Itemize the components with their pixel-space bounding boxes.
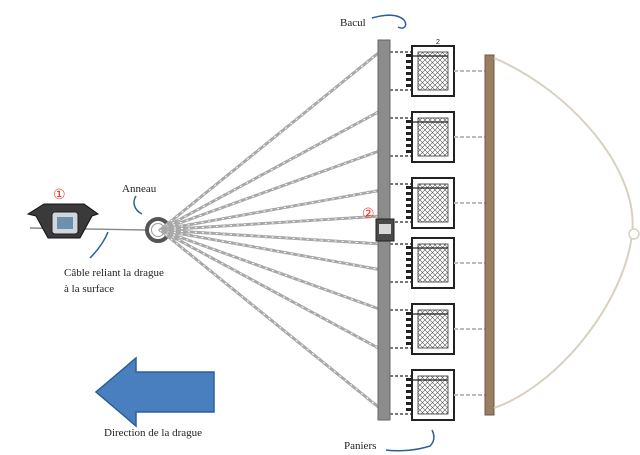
marker-2: ② [362, 205, 375, 221]
chain [158, 228, 384, 312]
chain [158, 228, 384, 246]
chain [158, 108, 384, 232]
cable-pointer [89, 231, 109, 259]
chain [158, 228, 384, 272]
chain [158, 228, 384, 412]
chain [158, 48, 384, 232]
chain [158, 214, 384, 232]
boat-icon [26, 203, 100, 239]
basket [390, 45, 486, 97]
rear-frame [484, 54, 495, 416]
basket [390, 237, 486, 289]
basket [390, 369, 486, 421]
basket [390, 111, 486, 163]
bacul-label: Bacul [340, 17, 366, 29]
paniers-pointer [385, 429, 435, 452]
net-curve [493, 57, 634, 409]
chain [158, 148, 384, 232]
direction-label: Direction de la drague [104, 427, 202, 439]
chain [158, 188, 384, 232]
basket-index-label: 2 [436, 39, 440, 46]
cable-label-line2: à la surface [64, 283, 114, 295]
paniers-label: Paniers [344, 440, 376, 452]
bacul-pointer [371, 14, 407, 29]
baskets-group [390, 45, 486, 421]
anneau-pointer [133, 195, 143, 215]
marker-1: ① [53, 186, 66, 202]
chain-group [158, 48, 384, 412]
basket [390, 303, 486, 355]
direction-arrow [94, 356, 215, 428]
chain [158, 228, 384, 352]
anneau-label: Anneau [122, 183, 157, 195]
basket [390, 177, 486, 229]
cable-label-line1: Câble reliant la drague [64, 267, 164, 279]
